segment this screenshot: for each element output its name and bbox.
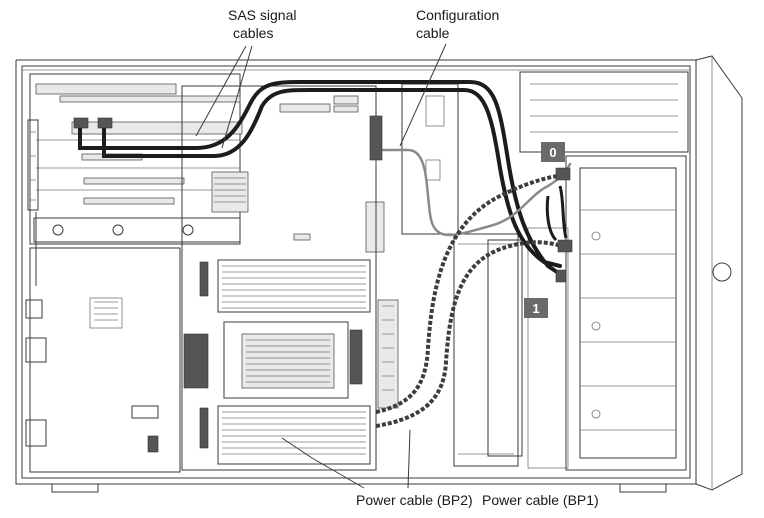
cross-bar — [33, 212, 241, 286]
label-power-cable-bp2: Power cable (BP2) — [356, 492, 473, 508]
connector-badge-1: 1 — [524, 298, 548, 318]
svg-text:0: 0 — [549, 145, 556, 160]
connector-badge-0: 0 — [541, 142, 565, 162]
label-sas-cables: cables — [233, 25, 273, 41]
power-cables — [375, 167, 573, 428]
dimm-bank-lower — [217, 405, 371, 465]
callout-leaders — [195, 43, 447, 489]
label-power-cable-bp1: Power cable (BP1) — [482, 492, 599, 508]
processor-heatsink — [223, 321, 349, 399]
drive-cage-frame — [375, 83, 523, 470]
label-configuration: Configuration — [416, 7, 499, 23]
dimm-bank-upper — [217, 259, 371, 313]
power-supply-area — [25, 247, 181, 473]
pci-slot-area — [27, 73, 243, 245]
svg-text:1: 1 — [532, 301, 539, 316]
server-chassis — [15, 55, 743, 493]
power-cable-bp1 — [375, 240, 563, 428]
label-sas-signal: SAS signal — [228, 7, 296, 23]
sas-cable-1 — [78, 80, 562, 276]
configuration-cable — [369, 115, 572, 237]
label-configuration-cable: cable — [416, 25, 450, 41]
power-cable-bp2 — [375, 174, 559, 414]
hard-disk-backplane — [519, 71, 689, 471]
